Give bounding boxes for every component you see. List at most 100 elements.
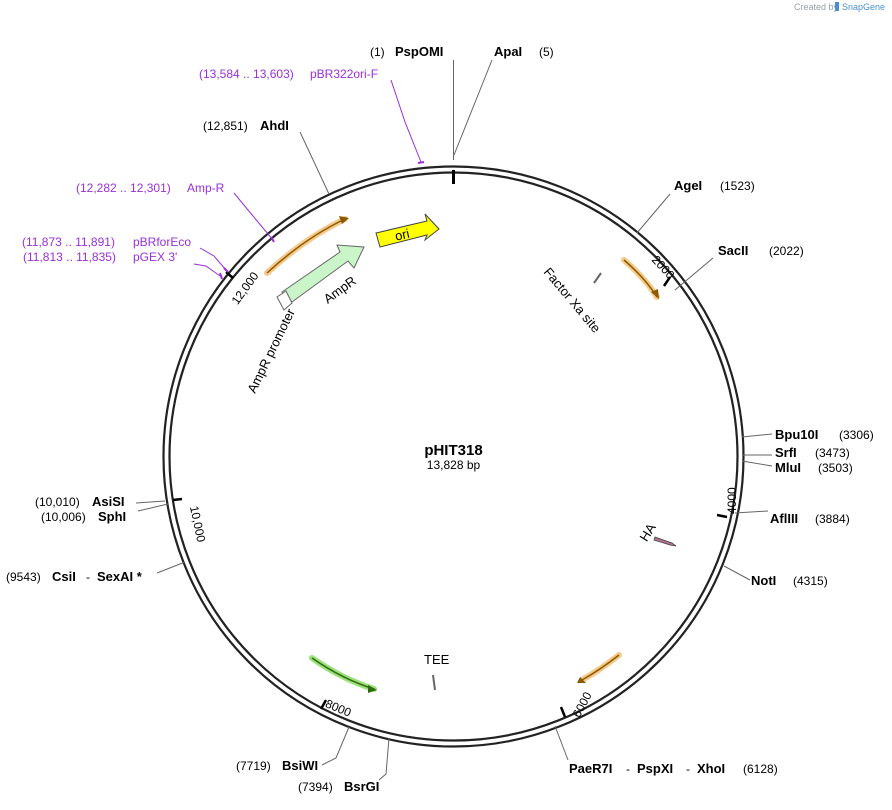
- feature-orf-upper-left[interactable]: [264, 216, 349, 276]
- tick-12000: [225, 271, 234, 279]
- tick-8000: [319, 699, 328, 710]
- svg-text:(3306): (3306): [839, 428, 874, 442]
- site-srfi[interactable]: SrfI (3473): [775, 445, 850, 460]
- svg-text:pBR322ori-F: pBR322ori-F: [310, 67, 378, 81]
- site-apai[interactable]: ApaI (5): [494, 44, 554, 59]
- svg-text:(11,813 .. 11,835): (11,813 .. 11,835): [23, 250, 116, 264]
- tick-label-10000: 10,000: [187, 505, 208, 544]
- tick-6000: [559, 706, 567, 718]
- tick-label-12000: 12,000: [229, 269, 262, 307]
- svg-text:Factor Xa site: Factor Xa site: [541, 265, 604, 336]
- site-bsiwi[interactable]: (7719) BsiWI: [236, 758, 318, 773]
- tick-2000: [662, 276, 672, 287]
- site-csii-sexai[interactable]: (9543) CsiI - SexAI *: [6, 569, 143, 584]
- primer-amp-r[interactable]: (12,282 .. 12,301) Amp-R: [76, 181, 225, 195]
- svg-text:pBRforEco: pBRforEco: [133, 235, 191, 249]
- tick-marks: [172, 271, 728, 718]
- primer-leader-lines: [193, 79, 422, 277]
- primer-pbrforeco[interactable]: (11,873 .. 11,891) pBRforEco: [22, 235, 191, 249]
- svg-text:XhoI: XhoI: [697, 761, 725, 776]
- svg-text:(11,873 .. 11,891): (11,873 .. 11,891): [22, 235, 115, 249]
- credit-brand: SnapGene: [842, 2, 885, 12]
- svg-text:AmpR: AmpR: [321, 273, 359, 306]
- svg-text:(3473): (3473): [815, 446, 850, 460]
- svg-text:BsrGI: BsrGI: [344, 779, 379, 794]
- svg-text:TEE: TEE: [424, 652, 450, 667]
- svg-text:(6128): (6128): [743, 762, 778, 776]
- site-sphi[interactable]: (10,006) SphI: [41, 509, 126, 524]
- tick-label-4000: 4000: [725, 487, 739, 514]
- svg-text:PspXI: PspXI: [637, 761, 673, 776]
- site-paer7i-pspxi-xhoi[interactable]: PaeR7I - PspXI - XhoI (6128): [569, 761, 778, 776]
- svg-text:(9543): (9543): [6, 570, 41, 584]
- svg-text:AhdI: AhdI: [260, 118, 289, 133]
- feature-ampr[interactable]: AmpR: [281, 244, 365, 306]
- svg-text:AgeI: AgeI: [674, 178, 702, 193]
- snapgene-logo-icon: [835, 2, 839, 11]
- primer-pbr322ori-f[interactable]: (13,584 .. 13,603) pBR322ori-F: [199, 67, 378, 81]
- site-ahdi[interactable]: (12,851) AhdI: [203, 118, 289, 133]
- svg-text:Bpu10I: Bpu10I: [775, 427, 818, 442]
- svg-text:AmpR promoter: AmpR promoter: [244, 306, 298, 396]
- svg-text:AflIII: AflIII: [770, 511, 798, 526]
- feature-ampr-promoter[interactable]: AmpR promoter: [244, 290, 298, 396]
- svg-text:-: -: [686, 762, 690, 776]
- svg-text:(2022): (2022): [769, 244, 804, 258]
- backbone-outer-ring: [162, 165, 745, 748]
- svg-text:(7719): (7719): [236, 759, 271, 773]
- svg-text:(10,006): (10,006): [41, 510, 86, 524]
- site-sacii[interactable]: SacII (2022): [718, 243, 804, 258]
- primer-marks: [219, 161, 425, 280]
- tick-4000: [716, 513, 728, 519]
- svg-text:pGEX 3': pGEX 3': [133, 250, 177, 264]
- primer-pgex-3[interactable]: (11,813 .. 11,835) pGEX 3': [23, 250, 177, 264]
- svg-text:(5): (5): [539, 45, 554, 59]
- svg-text:(1): (1): [370, 45, 385, 59]
- svg-text:(12,282 .. 12,301): (12,282 .. 12,301): [76, 181, 171, 195]
- site-agei[interactable]: AgeI (1523): [674, 178, 755, 193]
- feature-tee[interactable]: TEE: [424, 652, 450, 691]
- svg-text:(3884): (3884): [815, 512, 850, 526]
- feature-factor-xa[interactable]: Factor Xa site: [541, 265, 604, 336]
- tick-10000: [172, 497, 183, 502]
- plasmid-name: pHIT318: [424, 442, 482, 459]
- site-bpu10i[interactable]: Bpu10I (3306): [775, 427, 874, 442]
- feature-orf-lower-left[interactable]: [309, 655, 377, 693]
- svg-text:SphI: SphI: [98, 509, 126, 524]
- feature-ha[interactable]: HA: [636, 520, 677, 547]
- site-mlui[interactable]: MluI (3503): [775, 460, 853, 475]
- credit-prefix: Created by: [794, 2, 839, 12]
- svg-text:BsiWI: BsiWI: [282, 758, 318, 773]
- feature-orf-lower-right[interactable]: [577, 652, 622, 683]
- svg-text:(13,584 .. 13,603): (13,584 .. 13,603): [199, 67, 294, 81]
- site-noti[interactable]: NotI (4315): [751, 573, 828, 588]
- svg-text:MluI: MluI: [775, 460, 801, 475]
- svg-text:SrfI: SrfI: [775, 445, 797, 460]
- site-bsrgi[interactable]: (7394) BsrGI: [298, 779, 379, 794]
- svg-text:-: -: [626, 762, 630, 776]
- svg-text:AsiSI: AsiSI: [92, 494, 125, 509]
- site-pspomi[interactable]: (1) PspOMI: [370, 44, 443, 59]
- feature-orf-upper-right[interactable]: [621, 257, 660, 300]
- svg-text:(10,010): (10,010): [35, 495, 80, 509]
- site-leader-lines: [135, 59, 773, 781]
- svg-text:SacII: SacII: [718, 243, 748, 258]
- svg-text:ori: ori: [393, 226, 411, 244]
- svg-text:CsiI: CsiI: [52, 569, 76, 584]
- site-asisi[interactable]: (10,010) AsiSI: [35, 494, 125, 509]
- svg-text:(1523): (1523): [720, 179, 755, 193]
- svg-text:(12,851): (12,851): [203, 119, 248, 133]
- svg-text:(7394): (7394): [298, 780, 333, 794]
- site-afliii[interactable]: AflIII (3884): [770, 511, 850, 526]
- svg-text:NotI: NotI: [751, 573, 776, 588]
- svg-text:ApaI: ApaI: [494, 44, 522, 59]
- feature-ori[interactable]: ori: [375, 213, 440, 248]
- svg-text:(4315): (4315): [793, 574, 828, 588]
- svg-text:PaeR7I: PaeR7I: [569, 761, 612, 776]
- svg-text:PspOMI: PspOMI: [395, 44, 443, 59]
- plasmid-length: 13,828 bp: [427, 458, 481, 472]
- svg-text:Amp-R: Amp-R: [187, 181, 225, 195]
- svg-text:(3503): (3503): [818, 461, 853, 475]
